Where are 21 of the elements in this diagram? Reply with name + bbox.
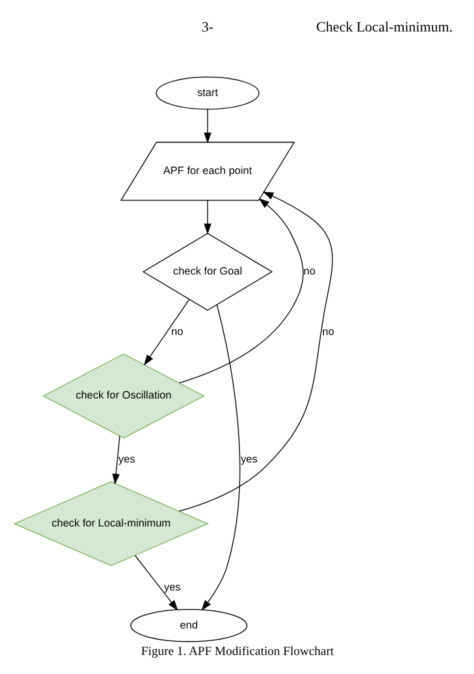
label: Check Local-minimum. bbox=[316, 19, 452, 36]
edge-label: yes bbox=[164, 581, 180, 594]
edge-label: no bbox=[303, 266, 315, 278]
node-ellipse: end bbox=[130, 609, 247, 642]
arrow bbox=[203, 109, 211, 144]
arrow bbox=[178, 192, 332, 512]
edge-label: no bbox=[322, 326, 334, 338]
node-diamond: check for Goal bbox=[142, 232, 272, 311]
arrow bbox=[112, 436, 120, 485]
arrow bbox=[178, 198, 304, 384]
caption: Figure 1. APF Modification Flowchart bbox=[140, 644, 334, 658]
edge-label: yes bbox=[240, 454, 257, 466]
edge-label: no bbox=[170, 326, 183, 338]
edge-label: yes bbox=[118, 454, 135, 466]
arrow bbox=[143, 299, 190, 366]
node-diamond: check for Local-minimum bbox=[12, 481, 208, 566]
node-ellipse: start bbox=[155, 76, 259, 110]
arrow bbox=[203, 200, 211, 234]
arrow bbox=[200, 304, 240, 611]
label: 3- bbox=[201, 19, 214, 36]
arrow bbox=[134, 555, 178, 611]
